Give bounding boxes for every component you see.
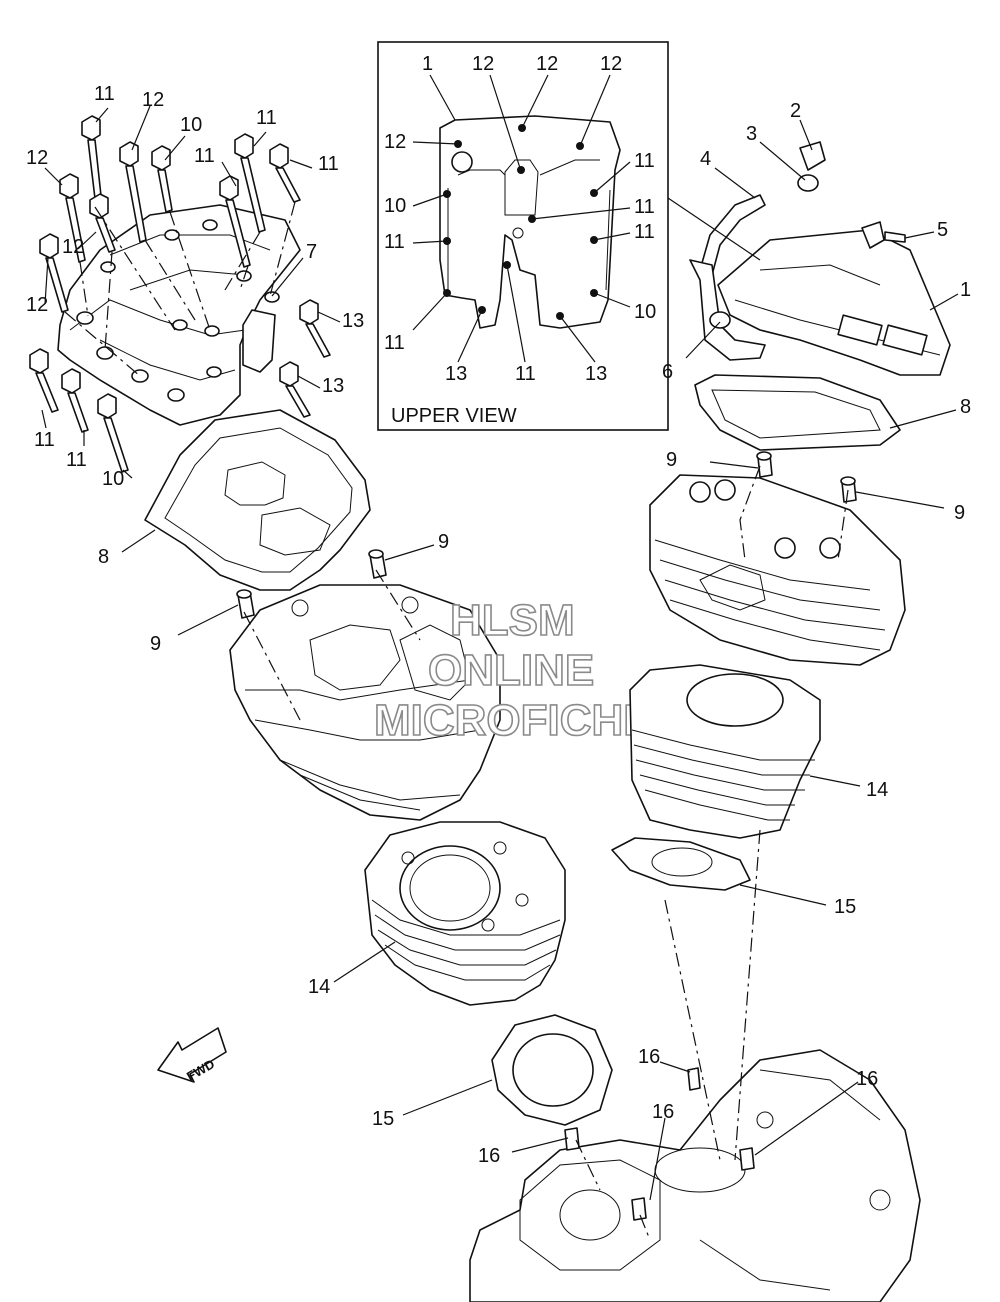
right-head-cover [717,229,951,376]
callout-9-right-a: 9 [666,449,677,471]
callout-10-b: 10 [102,468,124,490]
callout-11-e: 11 [34,429,55,451]
inset-label-11d: 11 [384,231,405,253]
left-gasket [144,409,371,591]
callout-11-a: 11 [94,83,115,105]
left-bolts [29,115,331,473]
inset-label-12c: 12 [600,53,622,75]
callout-13-b: 13 [322,375,344,397]
callout-15-left: 15 [372,1108,394,1130]
inset-label-10b: 10 [634,301,656,323]
callout-11-f: 11 [66,449,87,471]
upper-view-inset: 1 12 12 12 12 10 11 11 13 11 13 11 11 11… [377,41,669,431]
callout-9-left-b: 9 [150,633,161,655]
inset-label-1: 1 [422,53,433,75]
callout-4: 4 [700,148,711,170]
right-cylinder-head [649,474,906,666]
callout-11-d: 11 [318,153,339,175]
inset-label-13b: 13 [585,363,607,385]
callout-5: 5 [937,219,948,241]
right-cylinder [629,664,821,839]
right-dowels [756,451,857,503]
callout-15-right: 15 [834,896,856,918]
callout-12-c: 12 [62,236,84,258]
callout-11-c: 11 [194,145,215,167]
callout-16-d: 16 [478,1145,500,1167]
callout-12-b: 12 [26,147,48,169]
left-cylinder-head [229,584,501,821]
callout-7: 7 [306,241,317,263]
watermark: HLSM ONLINE MICROFICHE [373,595,653,746]
callout-6: 6 [662,361,673,383]
callout-16-b: 16 [856,1068,878,1090]
inset-label-12b: 12 [536,53,558,75]
callout-8-left: 8 [98,546,109,568]
inset-label-11a: 11 [634,150,655,172]
callout-14-left: 14 [308,976,330,998]
callout-3: 3 [746,123,757,145]
callout-1-cover: 1 [960,279,971,301]
watermark-line3: MICROFICHE [374,696,653,745]
callout-12-a: 12 [142,89,164,111]
callout-10-a: 10 [180,114,202,136]
inset-label-12a: 12 [472,53,494,75]
inset-label-12d: 12 [384,131,406,153]
watermark-line1: HLSM [450,596,575,645]
left-dowels [236,549,387,619]
right-base-gasket [611,837,751,891]
inset-label-11f: 11 [634,221,655,243]
right-gasket [694,374,901,451]
inset-label-11b: 11 [634,196,655,218]
fwd-arrow: FWD [157,1027,227,1084]
callout-14-right: 14 [866,779,888,801]
breather-hose [667,141,906,361]
callout-16-a: 16 [638,1046,660,1068]
callout-labels: 1 2 3 4 5 6 7 8 8 9 9 9 9 10 10 11 11 11… [26,83,971,1167]
callout-leaders [41,105,959,1201]
inset-label-10a: 10 [384,195,406,217]
upper-view-title: UPPER VIEW [391,405,517,427]
callout-9-right-b: 9 [954,502,965,524]
callout-16-c: 16 [652,1101,674,1123]
crankcase [469,1049,921,1302]
callout-12-d: 12 [26,294,48,316]
callout-13-a: 13 [342,310,364,332]
left-cylinder [364,821,566,1006]
callout-8-right: 8 [960,396,971,418]
callout-11-b: 11 [256,107,277,129]
callout-9-left-a: 9 [438,531,449,553]
left-base-gasket [491,1014,613,1126]
alignment-lines [243,465,849,1241]
callout-2: 2 [790,100,801,122]
inset-label-11e: 11 [384,332,405,354]
inset-label-11c: 11 [515,363,536,385]
inset-label-13a: 13 [445,363,467,385]
watermark-line2: ONLINE [428,646,594,695]
